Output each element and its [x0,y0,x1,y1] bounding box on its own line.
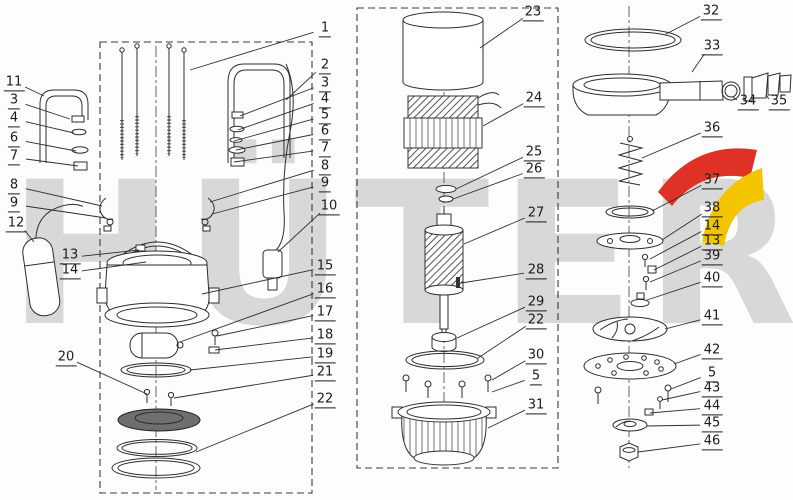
callout-15: 15 [314,258,336,276]
callout-11: 11 [3,74,25,92]
o-ring-22-middle [405,350,485,370]
callout-31: 31 [525,397,547,415]
callout-8: 8 [318,158,332,176]
callout-13: 13 [59,247,81,265]
callout-4: 4 [7,110,21,128]
impeller-41 [592,316,668,342]
callout-7: 7 [318,140,332,158]
callout-3: 3 [318,75,332,93]
callout-36: 36 [701,120,723,138]
pump-top-cover [96,241,220,328]
washers-25-26 [435,184,457,203]
callout-2: 2 [318,57,332,75]
callout-35: 35 [768,93,790,111]
callout-5: 5 [529,368,543,386]
bottom-plate [117,408,201,432]
right-handle [227,63,291,167]
callout-1: 1 [318,20,332,38]
suction-plate-42 [583,352,677,380]
stator-can [402,11,484,91]
right-assembly [572,6,792,468]
callout-42: 42 [701,342,723,360]
callout-18: 18 [314,327,336,345]
callout-25: 25 [523,144,545,162]
callout-4: 4 [318,91,332,109]
callout-8: 8 [7,177,21,195]
callout-40: 40 [701,270,723,288]
callout-13: 13 [701,233,723,251]
hook-left [99,197,114,232]
motor-bottom-housing [391,401,497,466]
callout-33: 33 [701,38,723,56]
ring-37 [605,205,655,219]
o-ring-32 [584,28,682,52]
callout-46: 46 [701,433,723,451]
callout-30: 30 [525,347,547,365]
callout-23: 23 [522,4,544,22]
capacitor [129,332,184,359]
volute-housing-33 [572,73,724,116]
callout-45: 45 [701,415,723,433]
callout-6: 6 [318,123,332,141]
seal-plate-38 [596,232,664,250]
callout-28: 28 [525,262,547,280]
left-assembly [22,41,313,494]
screws-30-5 [402,374,492,398]
stud-bolts [119,43,187,160]
callout-44: 44 [701,398,723,416]
callout-41: 41 [701,308,723,326]
float-switch [22,203,84,317]
callout-24: 24 [523,90,545,108]
callout-20: 20 [55,349,77,367]
screws-5-43-44 [594,384,672,416]
impeller-washer-45 [612,418,648,432]
callout-14: 14 [59,262,81,280]
hose-o-ring-34 [721,81,741,101]
callout-29: 29 [525,294,547,312]
callout-27: 27 [525,205,547,223]
callout-19: 19 [314,346,336,364]
hex-nut-46 [619,442,639,462]
logo-red-flag [658,148,757,206]
rotor-shaft [424,206,464,340]
callout-10: 10 [318,198,340,216]
stator-windings [403,92,502,169]
callout-9: 9 [7,195,21,213]
callout-37: 37 [701,172,723,190]
callout-17: 17 [314,304,336,322]
callout-6: 6 [7,130,21,148]
callout-9: 9 [318,175,332,193]
callout-32: 32 [700,3,722,21]
middle-assembly [356,7,559,469]
callout-21: 21 [314,364,336,382]
spring-36 [617,136,644,186]
hook-right [200,197,215,232]
logo-yellow-flag [702,168,764,246]
callout-5: 5 [318,107,332,125]
callout-5: 5 [705,365,719,383]
left-handle [39,89,89,171]
fasteners-13-14-39-40 [630,253,657,308]
callout-14: 14 [701,218,723,236]
callout-22: 22 [525,312,547,330]
callout-7: 7 [7,148,21,166]
small-screws-17-18 [208,329,220,354]
callout-22: 22 [314,391,336,409]
hose-barb-35 [743,72,792,102]
callout-39: 39 [701,248,723,266]
callout-3: 3 [7,92,21,110]
callout-43: 43 [701,380,723,398]
callout-16: 16 [314,281,336,299]
o-rings-22 [111,439,201,479]
bearing-29 [431,332,457,352]
screws-20-21 [143,388,175,406]
callout-12: 12 [5,215,27,233]
callout-26: 26 [523,161,545,179]
callout-38: 38 [701,200,723,218]
callout-34: 34 [737,93,759,111]
